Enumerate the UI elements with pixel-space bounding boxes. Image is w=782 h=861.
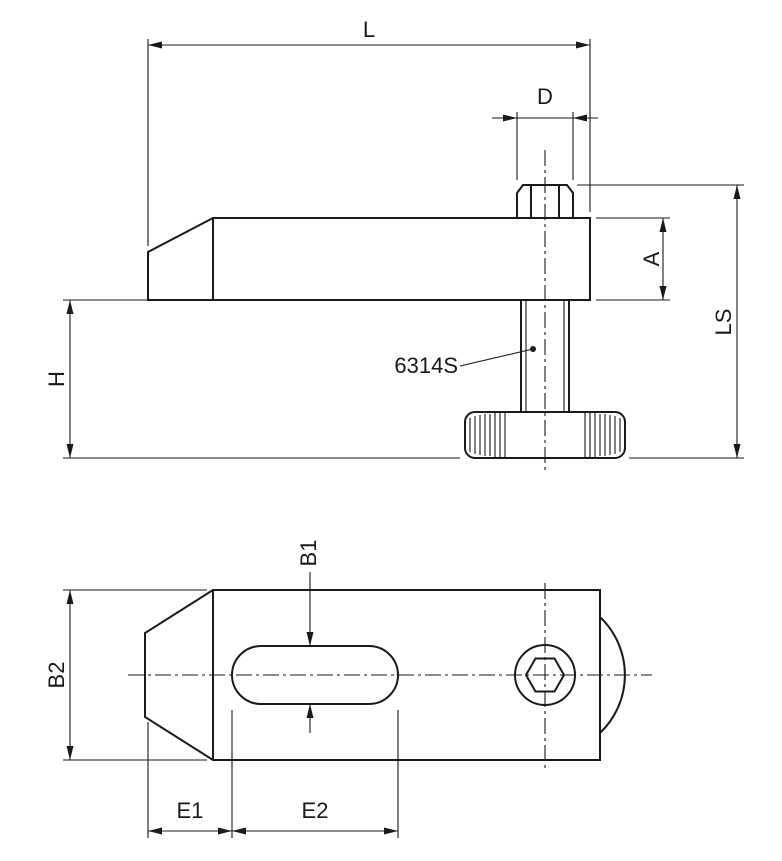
arrowhead: [66, 746, 74, 760]
arrowhead: [232, 827, 246, 835]
dim-label-B1: B1: [296, 540, 321, 567]
clamp-body-outline: [147, 217, 591, 301]
arrowhead: [148, 827, 162, 835]
arrowhead: [66, 444, 74, 458]
dim-label-LS: LS: [711, 309, 736, 336]
dimension-D: [492, 112, 598, 180]
screw-head: [516, 184, 574, 219]
dim-label-H: H: [44, 371, 69, 387]
arrowhead: [576, 41, 590, 49]
arrowhead: [218, 827, 232, 835]
dimension-B1: [306, 572, 314, 733]
plan-view: [128, 583, 652, 768]
arrowhead: [66, 300, 74, 314]
arrowhead: [503, 114, 517, 122]
dim-label-E2: E2: [302, 798, 329, 823]
part-number-label: 6314S: [394, 353, 458, 378]
arrowhead: [659, 218, 667, 232]
dimension-H: [63, 299, 460, 459]
labels: L D A LS H 6314S B1 B2 E1 E2: [44, 17, 736, 823]
dim-label-A: A: [639, 251, 664, 266]
arrowhead: [384, 827, 398, 835]
dim-label-L: L: [363, 17, 375, 42]
arrowhead: [733, 444, 741, 458]
part-leader: [459, 346, 536, 367]
side-view-dimensions: [63, 39, 744, 459]
dim-label-E1: E1: [177, 798, 204, 823]
dimension-B2: [63, 589, 207, 761]
foot-knurling: [469, 413, 621, 457]
dimension-E1-E2: [147, 710, 399, 838]
dimension-A: [596, 217, 670, 301]
arrowhead: [306, 704, 314, 718]
arrowhead: [659, 286, 667, 300]
arrowhead: [66, 590, 74, 604]
plan-view-dimensions: [63, 572, 399, 838]
dim-label-B2: B2: [44, 662, 69, 689]
side-view: [147, 150, 626, 470]
dimension-L: [147, 39, 591, 246]
arrowhead: [573, 114, 587, 122]
clamp-slot: [231, 645, 399, 705]
dimension-LS: [577, 184, 744, 459]
arrowhead: [733, 185, 741, 199]
dim-label-D: D: [537, 84, 553, 109]
leader-dot: [530, 346, 536, 352]
arrowhead: [148, 41, 162, 49]
arrowhead: [306, 632, 314, 646]
